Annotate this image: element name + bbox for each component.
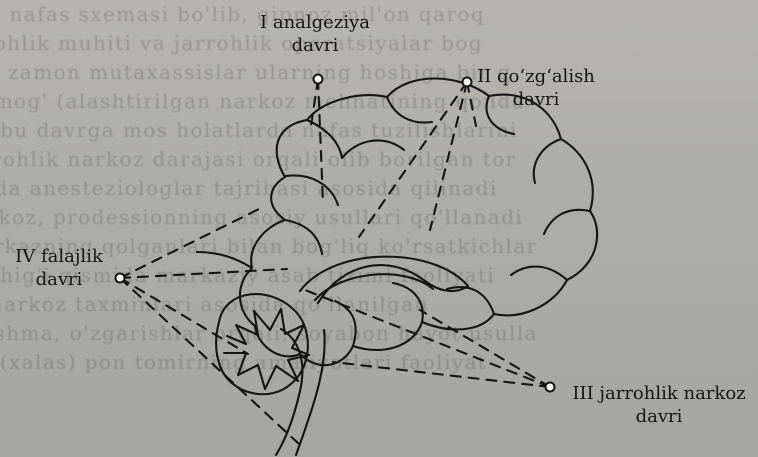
stage-1-label: I analgeziya davri [229, 11, 401, 57]
stage-1-subtitle: davri [229, 34, 401, 57]
cerebral-fold [544, 210, 590, 234]
stage-1-title: I analgeziya [229, 11, 401, 34]
stage-2-title: II qo‘zg‘alish [470, 65, 602, 88]
stage-4-connector [120, 278, 299, 444]
cerebral-fold [286, 176, 338, 205]
cerebral-fold [393, 283, 423, 322]
cerebral-fold [285, 220, 322, 254]
stage-2-label: II qo‘zg‘alish davri [470, 65, 602, 111]
stage-4-title: IV falajlik [4, 245, 114, 268]
stage-3-title: III jarrohlik narkoz [567, 382, 751, 405]
stage-2-subtitle: davri [470, 88, 602, 111]
brain-lower-contour [197, 252, 252, 268]
stage-1-connector [311, 79, 318, 126]
cerebellum-folds [224, 309, 309, 389]
cerebral-fold [335, 301, 356, 346]
stage-1-marker [314, 75, 323, 84]
stage-2-connector [359, 82, 467, 237]
stage-3-marker [546, 383, 555, 392]
stage-4-label: IV falajlik davri [4, 245, 114, 291]
stage-4-subtitle: davri [4, 268, 114, 291]
stage-3-connector [333, 362, 550, 387]
stage-2-connector [430, 82, 467, 230]
corpus-callosum [300, 257, 468, 303]
stage-4-marker [116, 274, 125, 283]
stage-3-label: III jarrohlik narkoz davri [567, 382, 751, 428]
cerebral-fold [511, 267, 567, 280]
cerebral-fold [534, 139, 561, 183]
stage-3-subtitle: davri [567, 405, 751, 428]
stage-4-connector [120, 208, 261, 278]
cerebral-fold [387, 97, 432, 123]
stage-4-connector [120, 278, 248, 354]
stage-4-connector [120, 269, 287, 278]
